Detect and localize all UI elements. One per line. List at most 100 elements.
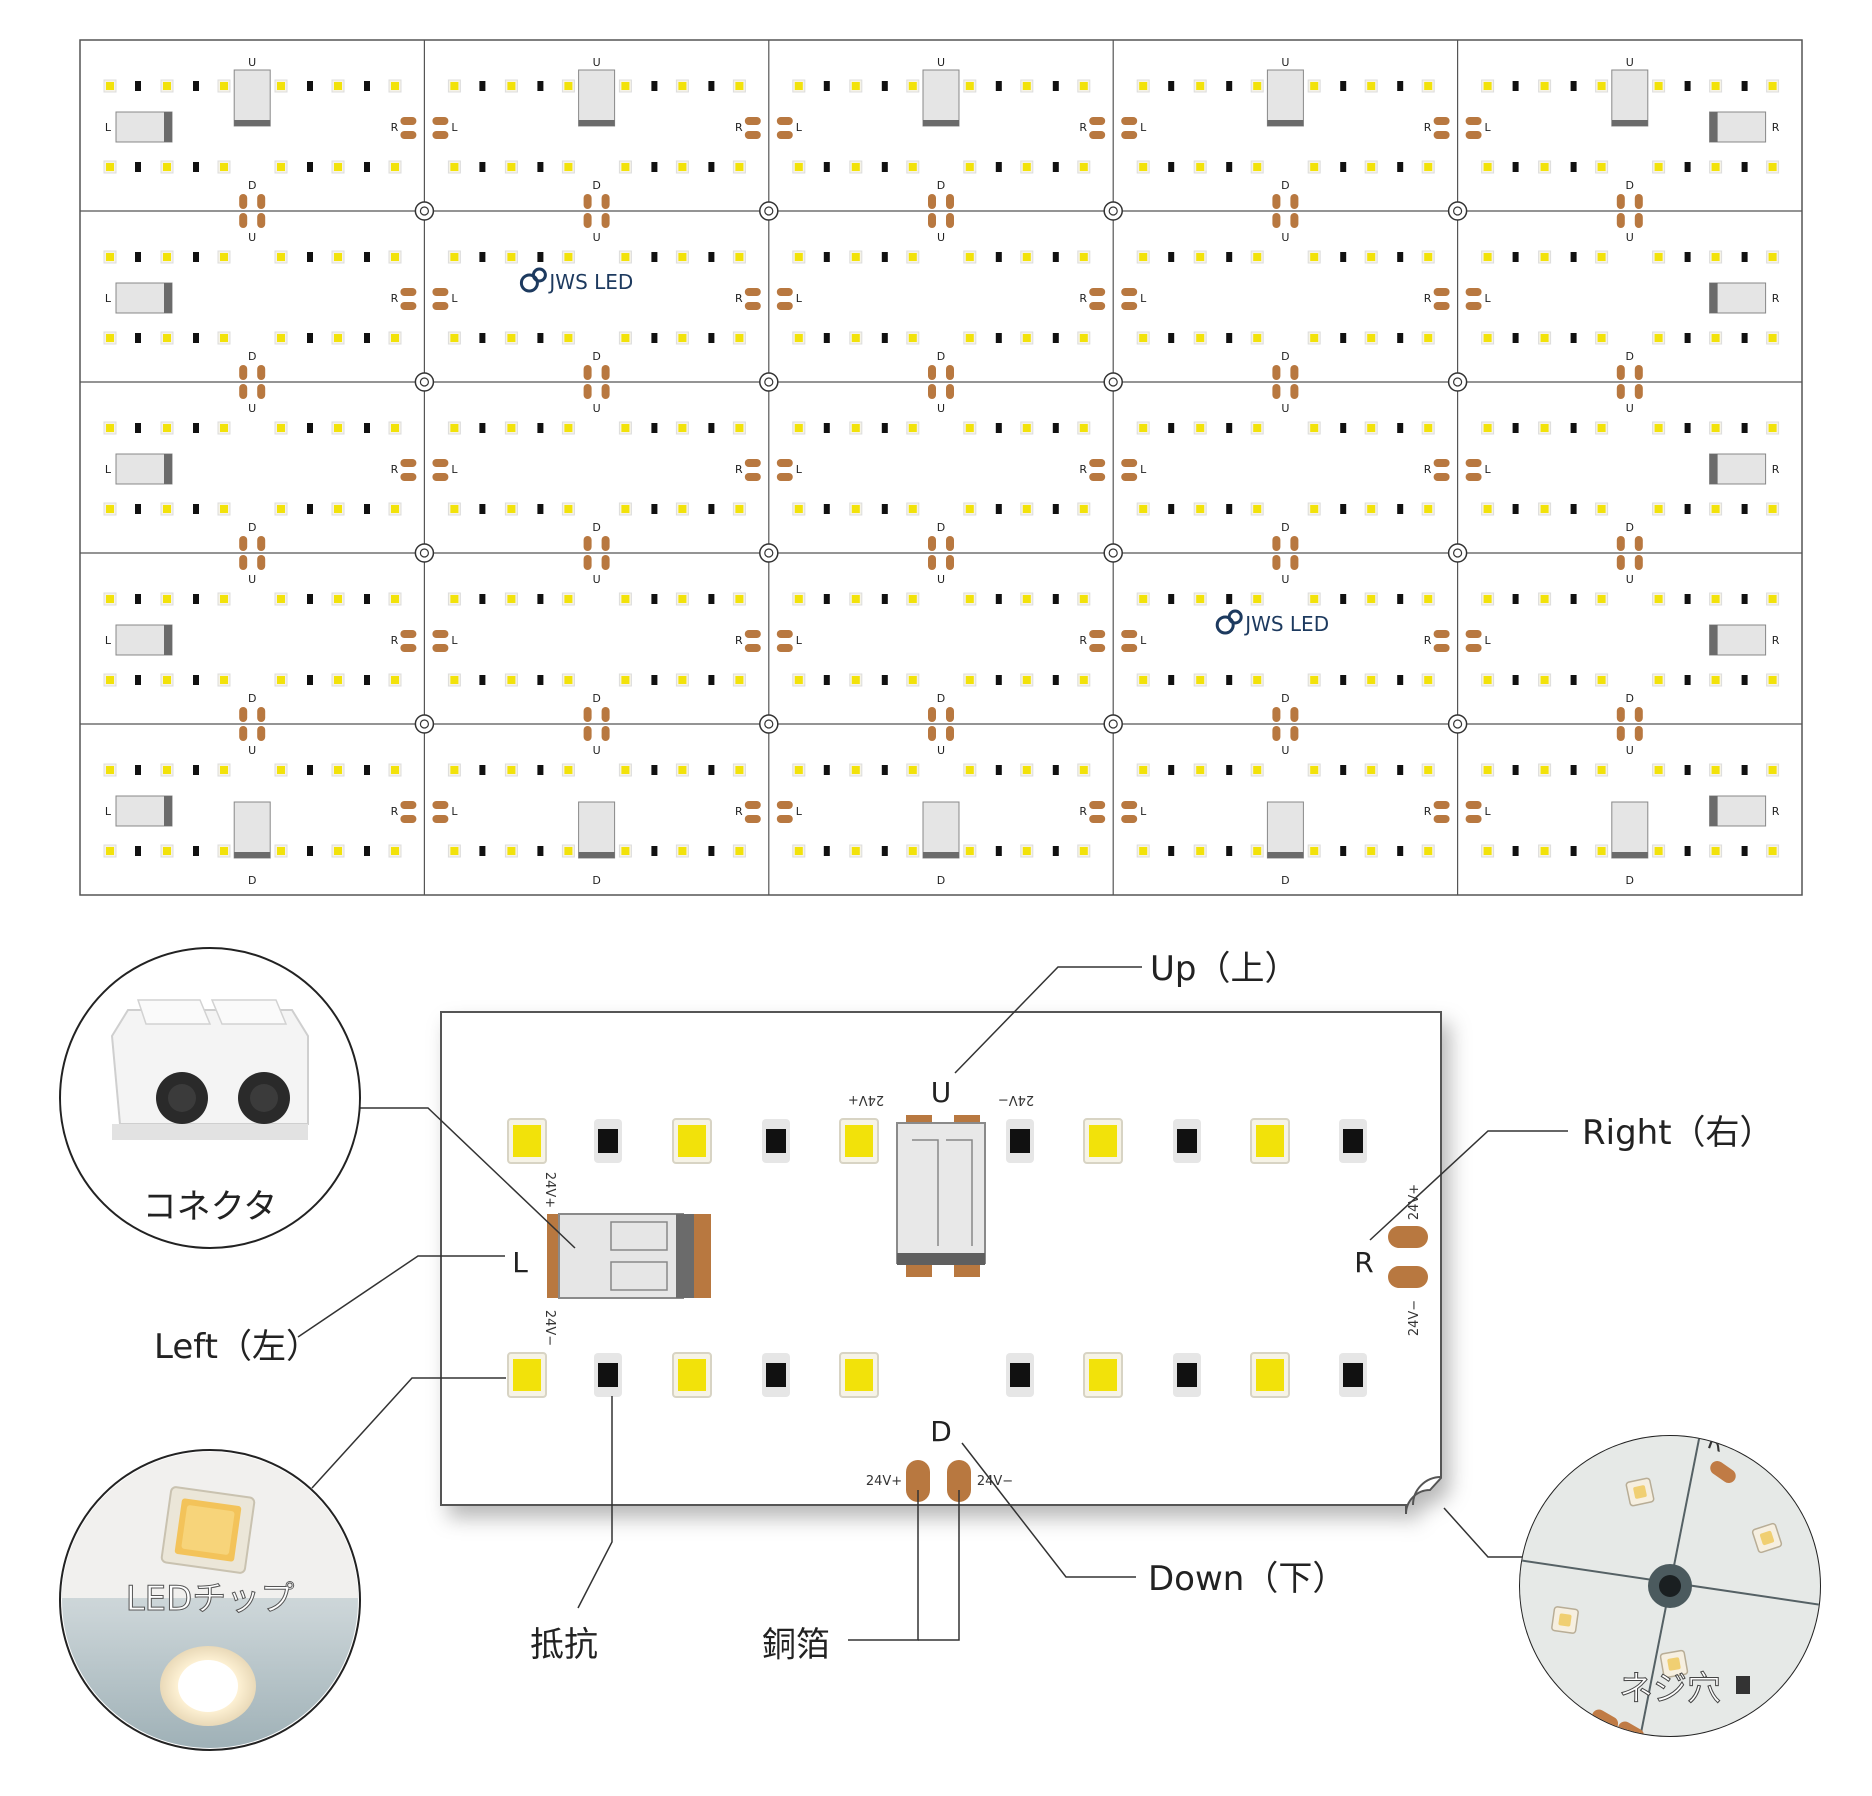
resistor-chip bbox=[766, 1363, 786, 1387]
resistor-chip bbox=[995, 846, 1002, 856]
led-emitter bbox=[1654, 424, 1663, 432]
copper-pad bbox=[601, 213, 610, 228]
led-emitter bbox=[1540, 163, 1549, 171]
led-emitter bbox=[965, 82, 974, 90]
led-emitter bbox=[1540, 595, 1549, 603]
led-emitter bbox=[965, 163, 974, 171]
copper-pad bbox=[1121, 644, 1138, 652]
copper-pad bbox=[400, 459, 417, 467]
copper-pad bbox=[400, 131, 417, 139]
copper-pad bbox=[1089, 815, 1106, 823]
led-emitter bbox=[1540, 253, 1549, 261]
screw-hole-inner bbox=[419, 206, 429, 216]
copper-pad bbox=[1433, 288, 1450, 296]
led-emitter bbox=[1256, 1359, 1284, 1391]
led-emitter bbox=[735, 505, 744, 513]
led-emitter bbox=[678, 424, 687, 432]
led-emitter bbox=[1424, 676, 1433, 684]
resistor-chip bbox=[1340, 765, 1347, 775]
led-emitter bbox=[1139, 847, 1148, 855]
dir-label-up: U bbox=[937, 744, 945, 757]
resistor-chip bbox=[1512, 423, 1519, 433]
led-emitter bbox=[1768, 82, 1777, 90]
led-emitter bbox=[1711, 676, 1720, 684]
dir-label-up: U bbox=[248, 402, 256, 415]
resistor-chip bbox=[881, 423, 888, 433]
led-emitter bbox=[1367, 847, 1376, 855]
resistor-chip bbox=[995, 333, 1002, 343]
resistor-chip bbox=[537, 846, 544, 856]
copper-pad bbox=[1089, 131, 1106, 139]
resistor-chip bbox=[364, 252, 370, 262]
led-emitter bbox=[1483, 676, 1492, 684]
led-emitter bbox=[220, 595, 228, 603]
led-emitter bbox=[678, 595, 687, 603]
voltage-mark-left-minus: 24V− bbox=[542, 1310, 557, 1346]
led-emitter bbox=[851, 676, 860, 684]
led-emitter bbox=[965, 334, 974, 342]
dir-label-up: U bbox=[931, 1076, 952, 1109]
resistor-chip bbox=[193, 675, 199, 685]
resistor-chip bbox=[651, 252, 658, 262]
copper-pad bbox=[239, 536, 248, 551]
resistor-chip bbox=[1397, 333, 1404, 343]
copper-pad bbox=[744, 131, 761, 139]
led-emitter bbox=[1310, 676, 1319, 684]
connector-small bbox=[233, 69, 271, 127]
led-emitter bbox=[1654, 253, 1663, 261]
copper-pad bbox=[1634, 213, 1643, 228]
resistor-chip bbox=[1741, 333, 1748, 343]
dir-label-right: R bbox=[1772, 121, 1780, 134]
led-emitter bbox=[1367, 766, 1376, 774]
led-emitter bbox=[1424, 847, 1433, 855]
resistor-chip bbox=[364, 765, 370, 775]
dir-label-down: D bbox=[592, 350, 600, 363]
led-emitter bbox=[1768, 334, 1777, 342]
connector-latch bbox=[1709, 454, 1718, 484]
led-emitter bbox=[1424, 766, 1433, 774]
led-emitter bbox=[1253, 505, 1262, 513]
resistor-chip bbox=[598, 1129, 618, 1153]
copper-pad bbox=[1616, 213, 1625, 228]
led-emitter bbox=[1540, 505, 1549, 513]
led-emitter bbox=[1022, 253, 1031, 261]
copper-pad bbox=[1616, 194, 1625, 209]
led-emitter bbox=[163, 847, 171, 855]
callout-down: Down（下） bbox=[1148, 1559, 1346, 1599]
led-emitter bbox=[1139, 676, 1148, 684]
led-emitter bbox=[277, 766, 285, 774]
resistor-chip bbox=[651, 423, 658, 433]
screw-hole-inner bbox=[764, 206, 774, 216]
copper-pad bbox=[744, 473, 761, 481]
resistor-chip bbox=[1512, 846, 1519, 856]
led-emitter bbox=[1768, 424, 1777, 432]
resistor-chip bbox=[823, 504, 830, 514]
led-emitter bbox=[965, 424, 974, 432]
led-emitter bbox=[908, 676, 917, 684]
dir-label-left: L bbox=[1140, 463, 1147, 476]
resistor-chip bbox=[479, 846, 486, 856]
led-emitter bbox=[334, 505, 342, 513]
dir-label-up: U bbox=[593, 56, 601, 69]
led-emitter bbox=[277, 676, 285, 684]
connector-latch bbox=[923, 852, 959, 858]
dir-label-left: L bbox=[1140, 292, 1147, 305]
dir-label-down: D bbox=[592, 692, 600, 705]
led-emitter bbox=[678, 82, 687, 90]
led-emitter bbox=[851, 253, 860, 261]
resistor-chip bbox=[881, 765, 888, 775]
resistor-chip bbox=[651, 504, 658, 514]
resistor-chip bbox=[1570, 765, 1577, 775]
led-emitter bbox=[851, 424, 860, 432]
dir-label-up: U bbox=[593, 402, 601, 415]
resistor-chip bbox=[1684, 423, 1691, 433]
led-emitter bbox=[334, 253, 342, 261]
resistor-chip bbox=[881, 594, 888, 604]
dir-label-up: U bbox=[1626, 231, 1634, 244]
copper-pad bbox=[432, 302, 449, 310]
copper-pad bbox=[601, 194, 610, 209]
led-emitter bbox=[106, 847, 114, 855]
resistor-chip bbox=[364, 504, 370, 514]
copper-pad bbox=[1121, 459, 1138, 467]
led-emitter bbox=[735, 847, 744, 855]
